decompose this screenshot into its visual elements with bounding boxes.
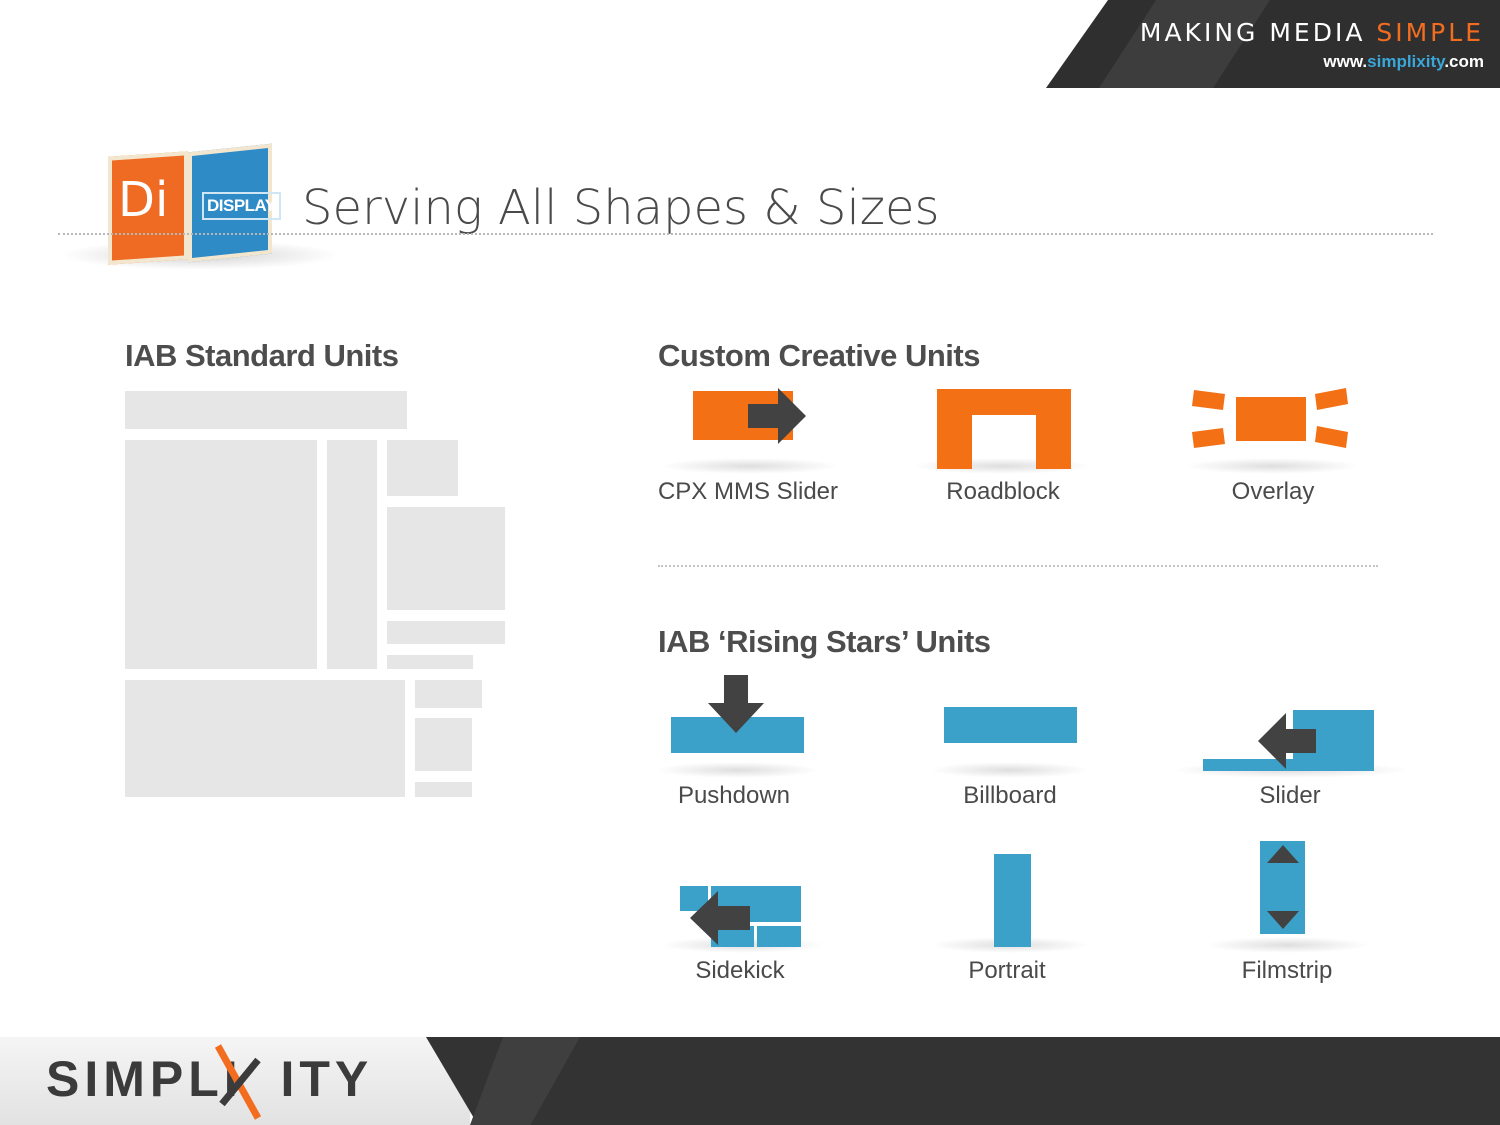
- footer-dark-band: [426, 1037, 1500, 1125]
- square-button-unit: [415, 718, 472, 771]
- section-divider: [658, 565, 1378, 567]
- website-link[interactable]: www.simplixity.com: [1323, 52, 1484, 71]
- logo-display-text: DISPLAY: [202, 192, 281, 220]
- skyscraper-unit: [327, 440, 377, 669]
- rising-unit-label: Pushdown: [677, 782, 791, 809]
- button-unit-1: [415, 680, 482, 708]
- micro-bar-unit: [415, 782, 472, 797]
- medium-rectangle-unit: [387, 507, 505, 610]
- wide-rectangle-unit: [125, 680, 405, 797]
- small-square-unit: [387, 440, 458, 496]
- rising-unit-label: Portrait: [968, 957, 1046, 984]
- billboard-icon: [944, 707, 1077, 743]
- rising-unit-label: Sidekick: [695, 957, 785, 984]
- left-arrow-icon: [1258, 713, 1316, 769]
- custom-unit-label: Overlay: [1231, 478, 1315, 505]
- rising-stars-heading: IAB ‘Rising Stars’ Units: [658, 624, 991, 659]
- tagline: MAKING MEDIA SIMPLE: [1139, 18, 1484, 47]
- display-logo-cube: Di DISPLAY: [108, 143, 281, 268]
- up-down-arrows-icon: [1267, 845, 1299, 929]
- overlay-shadow: [1185, 458, 1360, 474]
- filmstrip-shadow: [1205, 937, 1370, 953]
- large-rectangle-unit: [125, 440, 317, 669]
- cpx-slider-shadow: [660, 458, 840, 474]
- title-divider: [58, 233, 1433, 235]
- rising-unit-label: Filmstrip: [1241, 957, 1333, 984]
- down-arrow-icon: [708, 675, 764, 733]
- pushdown-shadow: [655, 762, 820, 778]
- custom-unit-label: CPX MMS Slider: [657, 478, 839, 505]
- simplixity-x-mark-icon: [214, 1044, 262, 1120]
- rising-unit-label: Billboard: [963, 782, 1057, 809]
- portrait-icon: [994, 854, 1031, 947]
- rising-unit-label: Slider: [1259, 782, 1321, 809]
- simplixity-logo: SIMPLI ITY: [46, 1051, 374, 1107]
- half-banner-unit: [387, 655, 473, 669]
- standard-units-heading: IAB Standard Units: [125, 338, 399, 373]
- banner-unit: [387, 621, 505, 644]
- custom-unit-label: Roadblock: [946, 478, 1060, 505]
- page-title: Serving All Shapes & Sizes: [302, 180, 940, 236]
- leaderboard-unit: [125, 391, 407, 429]
- right-arrow-icon: [748, 388, 806, 444]
- left-arrow-icon: [690, 891, 750, 945]
- custom-units-heading: Custom Creative Units: [658, 338, 980, 373]
- billboard-shadow: [930, 762, 1090, 778]
- logo-di-text: Di: [118, 172, 169, 228]
